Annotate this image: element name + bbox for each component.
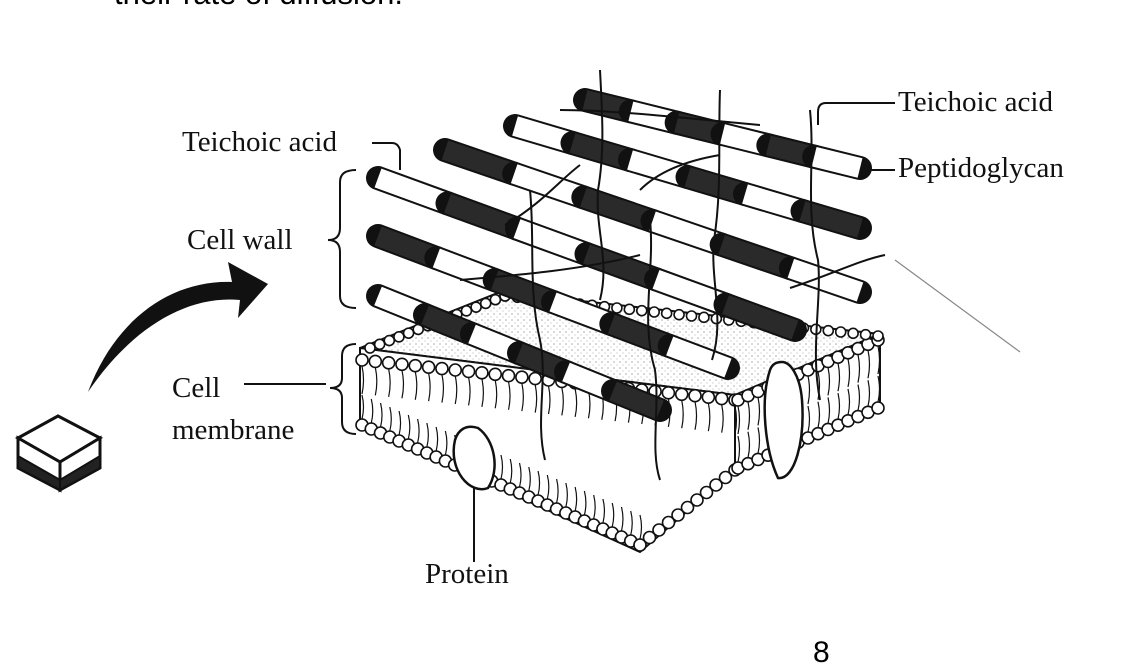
label-cell-wall: Cell wall <box>187 224 293 256</box>
arrow-icon <box>88 262 268 392</box>
label-cell-membrane-line1: Cell <box>172 372 221 404</box>
peptidoglycan-rods <box>366 88 872 422</box>
label-protein: Protein <box>425 558 509 590</box>
protein-left <box>452 425 496 491</box>
leader-lines <box>244 102 895 562</box>
stray-line <box>894 259 1021 353</box>
teichoic-acid-strands <box>459 69 886 481</box>
label-cell-membrane-line2: membrane <box>172 414 295 446</box>
label-teichoic-acid-right: Teichoic acid <box>898 86 1053 118</box>
label-peptidoglycan: Peptidoglycan <box>898 152 1064 184</box>
slide-body-text: their rate of diffusion. <box>114 0 403 12</box>
page-number: 8 <box>813 636 830 669</box>
protein-right <box>763 360 804 480</box>
label-teichoic-acid-left: Teichoic acid <box>182 126 337 158</box>
cell-wall-diagram <box>14 69 1021 562</box>
cube-icon <box>14 414 104 493</box>
